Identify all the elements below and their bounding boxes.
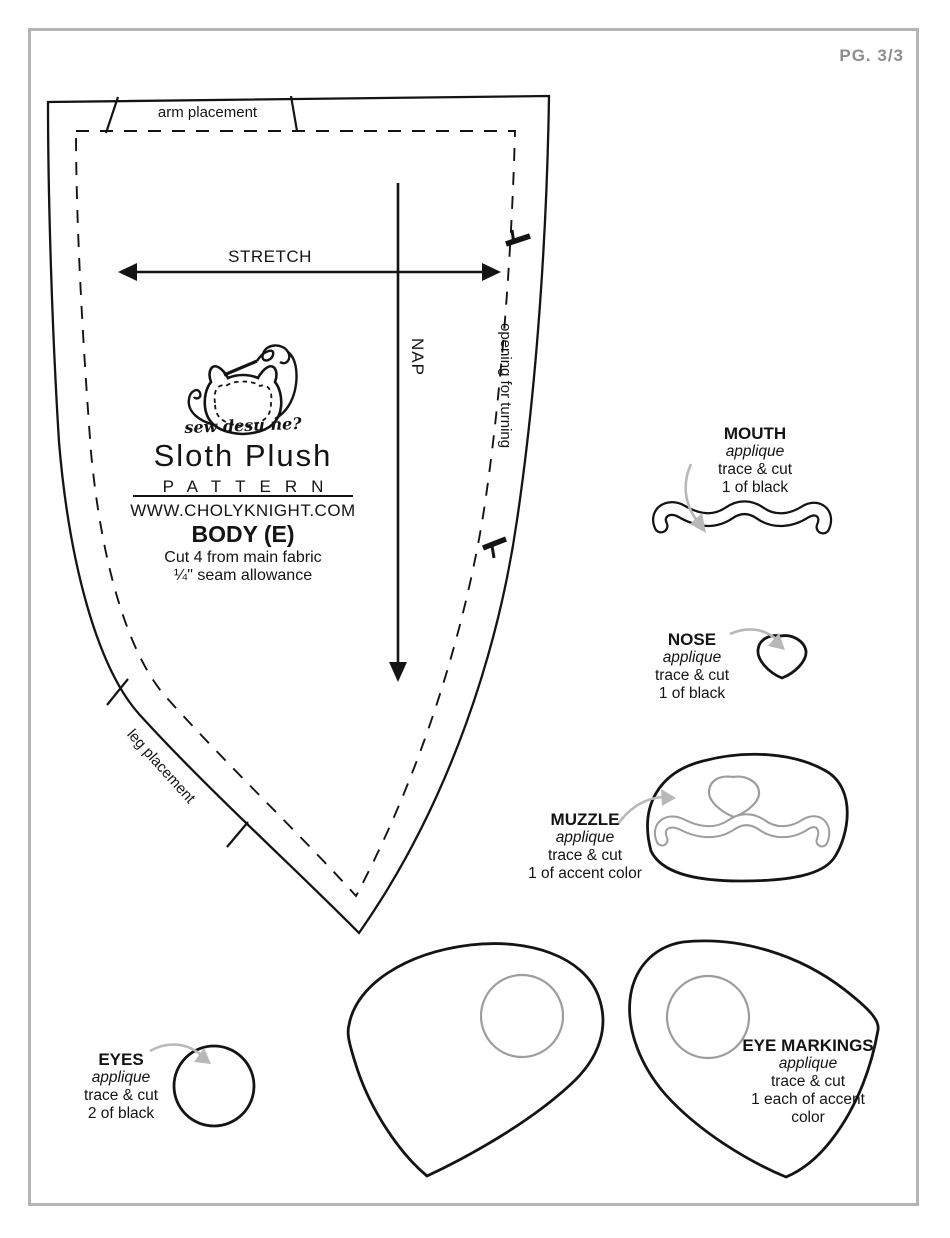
stretch-label: STRETCH: [228, 247, 312, 266]
cut-instruction: Cut 4 from main fabric: [164, 549, 322, 566]
eye-markings-qty-1: 1 each of accent: [751, 1091, 865, 1108]
page-number: PG. 3/3: [839, 46, 904, 65]
title-divider: [133, 495, 353, 497]
opening-notch-bottom: [481, 536, 508, 559]
nose-title: NOSE: [667, 630, 717, 649]
mouth-label-block: MOUTH applique trace & cut 1 of black: [685, 424, 825, 497]
pattern-title: Sloth Plush: [153, 438, 333, 473]
eye-marking-right-traced-eye: [665, 974, 751, 1060]
eyes-qty: 2 of black: [87, 1105, 155, 1122]
nose-label-block: NOSE applique trace & cut 1 of black: [622, 630, 762, 703]
nap-label: NAP: [408, 338, 427, 376]
opening-notch-top: [505, 229, 531, 247]
nap-arrow: [389, 183, 407, 682]
arm-notch-left: [104, 96, 120, 134]
eye-shape: [172, 1044, 256, 1128]
eye-markings-title: EYE MARKINGS: [742, 1036, 874, 1055]
stretch-arrow: [118, 263, 501, 281]
cat-stitches-icon: [213, 380, 273, 427]
thread-tail-icon: [187, 388, 216, 427]
mouth-title: MOUTH: [723, 424, 787, 443]
eyes-title: EYES: [98, 1050, 144, 1069]
seam-allowance-dashed-line: [75, 130, 516, 898]
eye-markings-type: applique: [778, 1055, 838, 1072]
pattern-subtitle: PATTERN: [162, 477, 338, 496]
website-text: WWW.CHOLYKNIGHT.COM: [130, 501, 356, 520]
muzzle-type: applique: [555, 829, 615, 846]
muzzle-shape: [646, 752, 849, 883]
eyes-type: applique: [91, 1069, 151, 1086]
muzzle-qty: 1 of accent color: [528, 865, 642, 882]
nose-type: applique: [662, 649, 722, 666]
muzzle-label-block: MUZZLE applique trace & cut 1 of accent …: [515, 810, 655, 883]
eye-markings-label-block: EYE MARKINGS applique trace & cut 1 each…: [728, 1036, 888, 1127]
needle-icon: [223, 359, 258, 377]
eyes-callout-arrow-icon: [149, 1043, 211, 1064]
muzzle-traced-mouth: [654, 813, 831, 848]
sew-desu-ne-logo: [187, 344, 298, 436]
arm-notch-right: [289, 95, 299, 132]
leg-notch-upper: [106, 678, 129, 706]
eye-marking-right: [628, 939, 880, 1179]
muzzle-callout-arrow-icon: [616, 789, 676, 825]
leg-notch-lower: [226, 821, 249, 848]
muzzle-cut: trace & cut: [547, 847, 623, 864]
body-outline: [46, 94, 551, 935]
cat-head-icon: [203, 365, 283, 436]
eye-marking-left-traced-eye: [479, 973, 565, 1059]
callout-arrows: [149, 463, 785, 1064]
nose-qty: 1 of black: [658, 685, 726, 702]
eye-marking-left: [346, 942, 605, 1178]
mouth-cut: trace & cut: [717, 461, 793, 478]
nose-cut: trace & cut: [654, 667, 730, 684]
eyes-label-block: EYES applique trace & cut 2 of black: [51, 1050, 191, 1123]
mouth-qty: 1 of black: [721, 479, 789, 496]
eye-markings-cut: trace & cut: [770, 1073, 846, 1090]
thread-swirl-icon: [255, 344, 298, 421]
opening-for-turning-label: opening for turning: [497, 323, 514, 449]
mouth-shape: [652, 500, 833, 535]
eye-markings-qty-2: color: [791, 1109, 825, 1126]
piece-name-label: BODY (E): [191, 521, 295, 547]
page-border: [28, 28, 919, 1206]
mouth-type: applique: [725, 443, 785, 460]
body-piece: [46, 94, 551, 935]
muzzle-title: MUZZLE: [550, 810, 620, 829]
muzzle-traced-nose: [707, 775, 761, 819]
mouth-callout-arrow-icon: [684, 463, 706, 533]
eyes-cut: trace & cut: [83, 1087, 159, 1104]
seam-allowance-note: ¼" seam allowance: [173, 567, 313, 584]
nose-callout-arrow-icon: [729, 628, 785, 650]
arm-placement-label: arm placement: [157, 104, 258, 121]
